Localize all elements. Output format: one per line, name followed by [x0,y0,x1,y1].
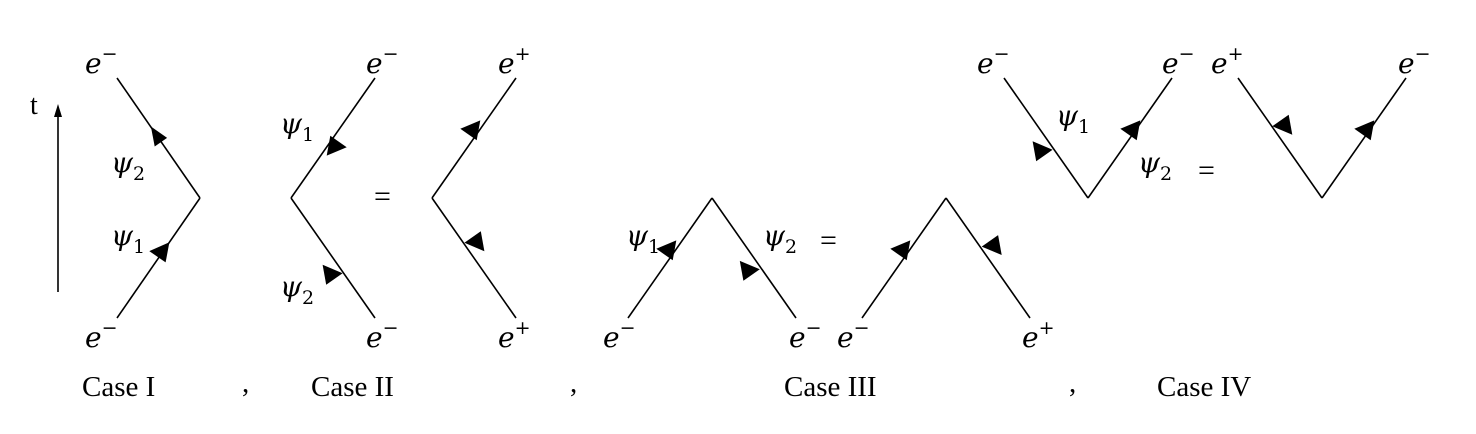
case-4-equals-sign: = [1198,154,1215,187]
case-4-caption: Case IV [1157,371,1251,403]
case-3-right-right-line [945,197,1031,319]
case-2-left-diagram: e− ψ1 ψ2 e− [280,43,399,354]
case-1-lower-arrow [149,242,170,263]
case-2-top-positron-label: e+ [498,43,531,80]
case-captions: Case I , Case II , Case III , Case IV [82,367,1251,403]
case-3-left-left-arrow [656,240,677,261]
case-2-right-lower-arrow [464,231,485,252]
case-3-caption: Case III [784,371,877,403]
case-2-right-upper-arrow [460,120,481,141]
caption-separator-1: , [242,367,249,399]
case-4-left-right-line [1087,77,1173,199]
case-4-right-right-arrow [1354,120,1375,141]
time-axis: t [30,90,62,292]
case-2-equals-sign: = [374,180,391,213]
case-1-bottom-electron-label: e− [85,317,118,354]
case-1-diagram: e− ψ2 ψ1 e− [85,43,201,354]
case-3-left-electron-label: e− [603,317,636,354]
case-3-left-right-line [711,197,797,319]
case-2-bottom-electron-label: e− [366,317,399,354]
case-4-left-left-arrow [1032,141,1053,162]
case-4-left-diagram: e− e− ψ1 ψ2 [977,43,1195,199]
case-2-top-electron-label: e− [366,43,399,80]
case-2-left-lower-arrow [322,264,343,285]
case-4-electron-label: e− [1398,43,1431,80]
case-4-left-left-line [1003,77,1089,199]
case-2-left-lower-line [290,197,376,319]
time-axis-label: t [30,90,38,121]
case-2-bottom-positron-label: e+ [498,317,531,354]
case-2-caption: Case II [311,371,394,403]
case-3-positron-label: e+ [1022,317,1055,354]
case-4-left-right-arrow [1120,120,1141,141]
case-1-psi1-label: ψ1 [111,219,145,258]
case-3-electron-label: e− [837,317,870,354]
case-3-psi1-label: ψ1 [626,219,660,258]
case-2-left-upper-arrow [326,135,347,156]
case-4-right-left-line [1237,77,1323,199]
case-3-left-diagram: ψ1 ψ2 e− e− [603,197,822,354]
case-3-left-right-arrow [739,260,760,281]
case-4-left-electron-label: e− [977,43,1010,80]
case-3-right-diagram: e− e+ [837,197,1055,354]
caption-separator-2: , [570,367,577,399]
case-2-psi1-label: ψ1 [280,107,314,146]
case-4-right-diagram: e+ e− [1211,43,1431,199]
case-4-positron-label: e+ [1211,43,1244,80]
case-1-upper-arrow [150,126,168,147]
case-4-psi1-label: ψ1 [1056,99,1090,138]
case-2-right-lower-line [431,197,517,319]
case-1-psi2-label: ψ2 [111,146,145,185]
time-axis-arrowhead [54,104,62,117]
case-3-psi2-label: ψ2 [763,219,797,258]
case-4-psi2-label: ψ2 [1138,146,1172,185]
case-1-top-electron-label: e− [85,43,118,80]
case-3-right-left-arrow [890,240,911,261]
case-1-lower-line [116,197,201,319]
case-1-caption: Case I [82,371,155,403]
case-3-right-right-arrow [981,235,1002,255]
case-4-right-right-line [1321,77,1407,199]
case-2-psi2-label: ψ2 [280,270,314,309]
case-2-right-diagram: e+ e+ [431,43,531,354]
caption-separator-3: , [1069,367,1076,399]
case-4-right-left-arrow [1272,114,1293,135]
case-4-right-electron-label: e− [1162,43,1195,80]
case-3-equals-sign: = [820,224,837,257]
case-3-right-electron-label: e− [789,317,822,354]
